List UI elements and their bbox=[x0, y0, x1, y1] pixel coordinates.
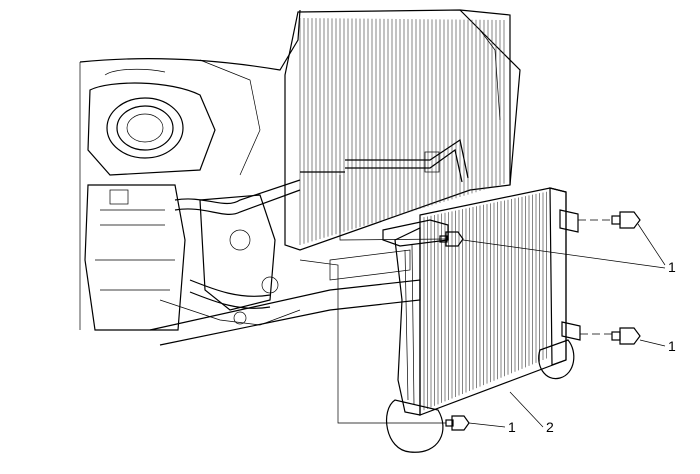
callout-1-bottom: 1 bbox=[508, 419, 516, 435]
bolt-lower-left bbox=[445, 415, 470, 431]
callout-1-right: 1 bbox=[668, 338, 676, 354]
bolt-upper-right bbox=[611, 211, 641, 229]
alignment-lines bbox=[299, 175, 612, 424]
condenser-assembly bbox=[284, 9, 521, 251]
callout-2: 2 bbox=[546, 419, 554, 435]
bolt-lower-right bbox=[611, 327, 641, 345]
callout-1-upper: 1 bbox=[668, 259, 676, 275]
radiator bbox=[382, 187, 581, 453]
leader-lines bbox=[462, 223, 666, 428]
engine-bay-illustration bbox=[79, 9, 421, 346]
